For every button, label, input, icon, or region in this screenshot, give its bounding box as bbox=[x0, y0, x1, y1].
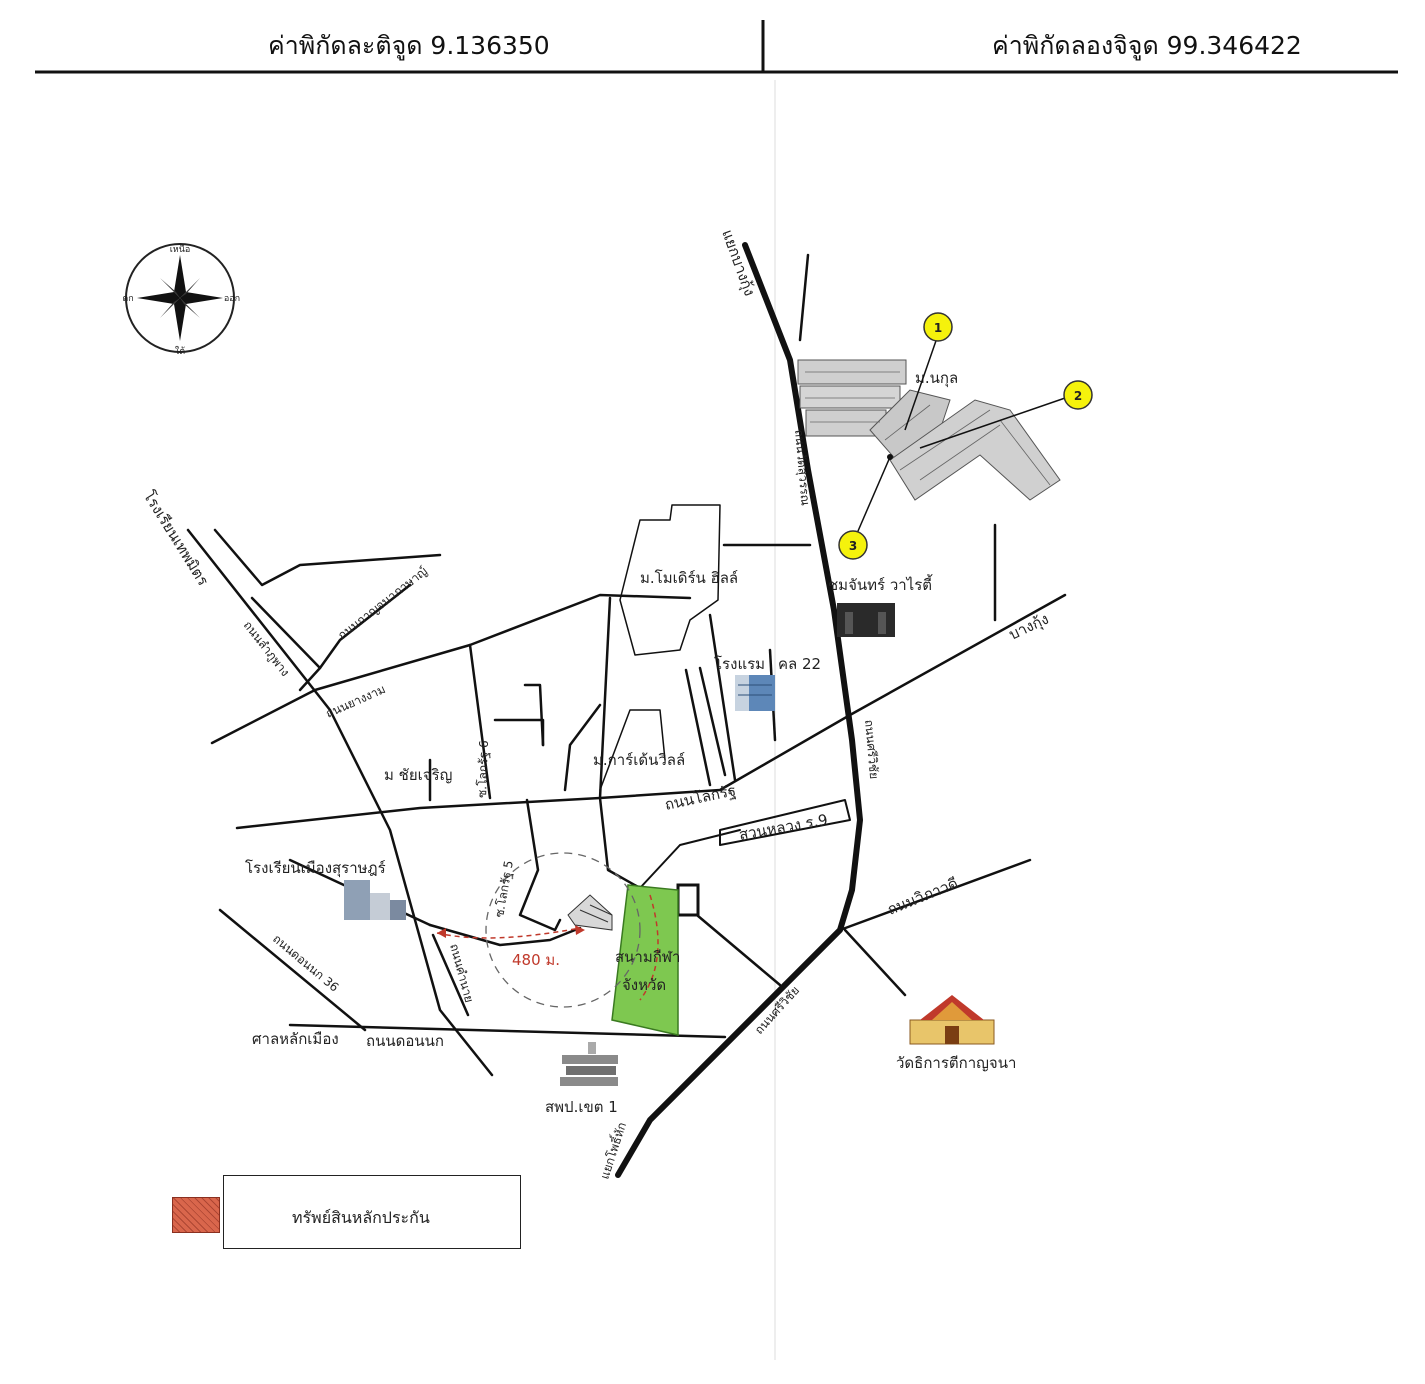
compass-north-label: เหนือ bbox=[170, 244, 191, 255]
marker-1: 1 bbox=[923, 312, 953, 342]
label-road-kanjana: ถนนกาญจนาภาษาญ์ bbox=[335, 564, 430, 642]
label-soi-pholkrat-lower: ซ.โลกรัฐ 5 bbox=[492, 859, 516, 918]
svg-text:2: 2 bbox=[1074, 389, 1082, 403]
label-road-yangngam: ถนนยางงาม bbox=[324, 682, 388, 721]
distance-arrow-right-icon bbox=[575, 925, 585, 935]
road-stadium-link bbox=[639, 829, 741, 889]
label-modern-hill: ม.โมเดิร์น ฮิลล์ bbox=[640, 569, 738, 587]
compass-west-label: ตก bbox=[122, 294, 133, 304]
label-temple: วัดธิการตีกาญจนา bbox=[896, 1054, 1016, 1072]
collateral-point bbox=[887, 454, 893, 460]
label-road-highway-mid: ถนนศรีวิชัย bbox=[862, 719, 881, 780]
legend-collateral-label: ทรัพย์สินหลักประกัน bbox=[292, 1208, 430, 1227]
provincial-stadium-park bbox=[611, 884, 679, 1036]
svg-text:1: 1 bbox=[934, 321, 942, 335]
marker-1-leader bbox=[904, 334, 939, 431]
marker-3-leader bbox=[854, 456, 891, 539]
legend-box bbox=[223, 1175, 521, 1249]
coordinate-header: ค่าพิกัดละติจูด 9.136350 ค่าพิกัดลองจิจู… bbox=[0, 0, 1425, 80]
label-road-donnok: ถนนดอนนก bbox=[366, 1032, 444, 1050]
stadium-label-2: จังหวัด bbox=[622, 976, 666, 994]
road-suan-luang bbox=[719, 799, 851, 846]
marker-2: 2 bbox=[1063, 380, 1093, 410]
office-building-icon bbox=[560, 1042, 618, 1086]
label-school-thepmitr: โรงเรียนเทพมิตร bbox=[140, 488, 213, 589]
housing-estate-blocks bbox=[797, 359, 1061, 501]
label-hotel: โรงแรม bbox=[714, 655, 765, 673]
marker-3: 3 bbox=[838, 530, 868, 560]
compass-south-label: ใต้ bbox=[175, 346, 185, 357]
distance-label: 480 ม. bbox=[512, 951, 560, 969]
label-road-highway-north: ถนนวัดสุวรรณ bbox=[791, 429, 813, 506]
label-chomchan: ชมจันทร์ วาไรตี้ bbox=[828, 574, 933, 594]
longitude-label: ค่าพิกัดลองจิจูด 99.346422 bbox=[992, 31, 1302, 60]
label-chaicharoen: ม ชัยเจริญ bbox=[384, 766, 452, 784]
garden-ville-outline bbox=[599, 709, 666, 791]
legend-collateral-swatch bbox=[172, 1197, 220, 1233]
chomchan-building-icon bbox=[837, 596, 895, 637]
label-lak-mueang: ศาลหลักเมือง bbox=[252, 1030, 339, 1048]
stadium-radius-arc bbox=[639, 894, 659, 1001]
label-hotel-suffix: คล 22 bbox=[778, 655, 821, 673]
label-road-donnok-36: ถนนดอนนก 36 bbox=[270, 932, 341, 995]
modern-hill-outline bbox=[619, 504, 721, 656]
svg-text:3: 3 bbox=[849, 539, 857, 553]
hotel-building-icon bbox=[735, 675, 775, 711]
temple-icon bbox=[909, 995, 995, 1045]
distance-radius-circle bbox=[485, 852, 641, 1008]
school-building-icon bbox=[344, 880, 406, 920]
road-north-minor bbox=[798, 253, 810, 342]
label-road-pholkrat: ถนนโลกรัฐ bbox=[663, 781, 737, 814]
label-soi-pholkrat-upper: ซ.โลกรัฐ 6 bbox=[475, 740, 491, 798]
estate-label: ม.นกุล bbox=[915, 369, 958, 388]
estate-hatching bbox=[805, 371, 1051, 486]
landmark-building-icon bbox=[567, 894, 613, 931]
label-garden-ville: ม.การ์เด้นวิลล์ bbox=[593, 751, 685, 769]
distance-arrow-left-icon bbox=[437, 928, 446, 938]
label-school-mueang: โรงเรียนเมืองสุราษฎร์ bbox=[245, 859, 386, 878]
label-road-wiphawadi: ถนนวิภาวดี bbox=[885, 874, 961, 919]
distance-route bbox=[436, 927, 581, 939]
stadium-gate bbox=[676, 883, 700, 917]
label-road-south: แยกโพธิ์หัก bbox=[596, 1120, 629, 1181]
marker-2-leader bbox=[919, 396, 1069, 449]
stadium-label-1: สนามกีฬา bbox=[615, 948, 680, 966]
latitude-label: ค่าพิกัดละติจูด 9.136350 bbox=[268, 31, 550, 60]
compass-rose-icon: เหนือ ใต้ ออก ตก bbox=[122, 243, 240, 357]
label-office: สพป.เขต 1 bbox=[545, 1098, 618, 1116]
compass-east-label: ออก bbox=[224, 294, 240, 304]
road-main-highway bbox=[615, 242, 863, 1178]
label-road-khanan: ถนนคำนาย bbox=[447, 942, 476, 1004]
